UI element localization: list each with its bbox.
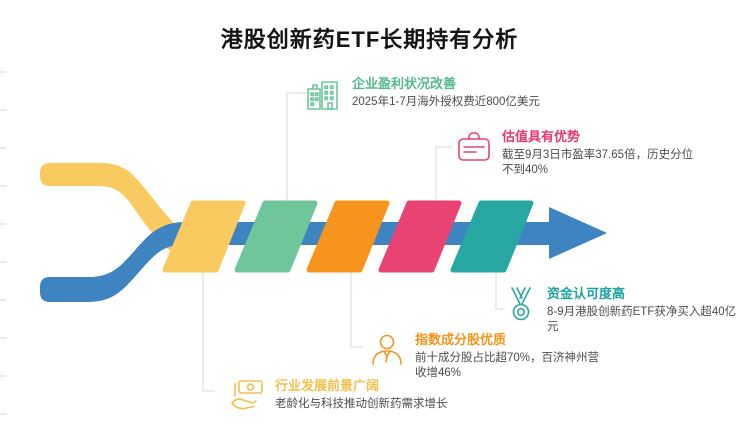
ribbon-segments (162, 200, 534, 273)
callout-industry: 行业发展前景广阔 老龄化与科技推动创新药需求增长 (229, 378, 448, 417)
person-icon (369, 332, 405, 373)
segment-green (234, 200, 318, 273)
hand-money-icon (229, 378, 265, 417)
segment-yellow (162, 200, 246, 273)
briefcase-icon (456, 129, 492, 168)
callout-constituents-desc: 前十成分股占比超70%，百济神州营 收增46% (415, 351, 600, 380)
callout-funds-title: 资金认可度高 (547, 286, 626, 301)
connector-profit (286, 92, 310, 203)
callout-valuation-title: 估值具有优势 (502, 129, 581, 144)
page-title: 港股创新药ETF长期持有分析 (220, 27, 519, 52)
connector-industry (202, 270, 215, 392)
callout-profit-title: 企业盈利状况改善 (352, 76, 457, 91)
callout-profit-desc: 2025年1-7月海外授权费近800亿美元 (352, 95, 540, 108)
segment-orange (306, 200, 390, 273)
callout-industry-desc: 老龄化与科技推动创新药需求增长 (275, 397, 448, 410)
callout-funds-desc: 8-9月港股创新药ETF获净买入超40亿 元 (547, 305, 737, 334)
callout-valuation-desc: 截至9月3日市盈率37.65倍，历史分位 不到40% (502, 148, 694, 177)
segment-teal (450, 200, 534, 273)
connector-constituents (350, 270, 363, 348)
callout-constituents-title: 指数成分股优质 (415, 332, 507, 347)
segment-pink (378, 200, 462, 273)
building-icon (304, 76, 342, 117)
callout-industry-title: 行业发展前景广阔 (275, 378, 380, 393)
left-edge-ticks (0, 71, 6, 421)
callout-profit: 企业盈利状况改善 2025年1-7月海外授权费近800亿美元 (304, 76, 540, 117)
callout-constituents: 指数成分股优质 前十成分股占比超70%，百济神州营 收增46% (369, 332, 599, 382)
connector-funds (495, 270, 505, 310)
callout-valuation: 估值具有优势 截至9月3日市盈率37.65倍，历史分位 不到40% (456, 129, 693, 179)
connector-valuation (435, 146, 452, 204)
medal-icon (505, 286, 537, 335)
callout-connectors (202, 92, 505, 392)
callout-funds: 资金认可度高 8-9月港股创新药ETF获净买入超40亿 元 (505, 286, 736, 336)
